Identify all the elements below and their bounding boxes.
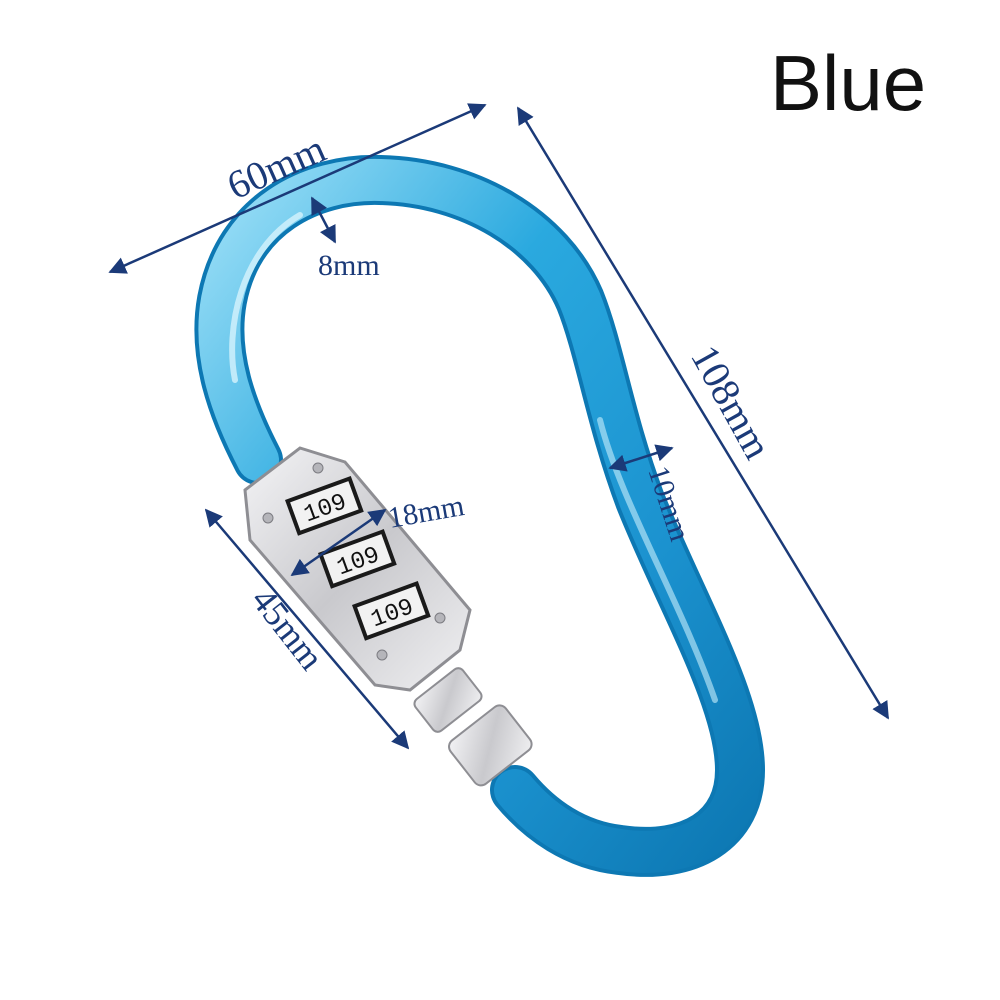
wire-label: 8mm xyxy=(318,249,380,282)
lock-width-label: 18mm xyxy=(385,489,466,535)
dimension-wire: 8mm xyxy=(310,196,380,282)
